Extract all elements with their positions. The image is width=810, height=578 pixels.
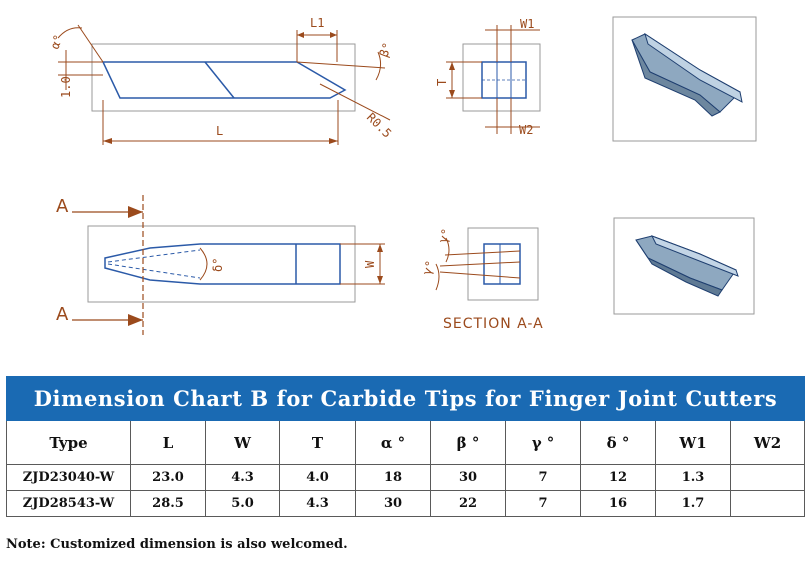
header-L: L bbox=[130, 420, 206, 465]
render-3d-top bbox=[612, 16, 757, 142]
T-label: T bbox=[435, 79, 449, 86]
section-label: SECTION A-A bbox=[443, 316, 544, 332]
cell-W: 4.3 bbox=[205, 464, 280, 491]
header-row: Type L W T α ° β ° γ ° δ ° W1 W2 bbox=[6, 420, 806, 465]
cell-alpha: 30 bbox=[355, 490, 431, 517]
cell-gamma: 7 bbox=[505, 490, 581, 517]
header-W1: W1 bbox=[655, 420, 731, 465]
footnote: Note: Customized dimension is also welco… bbox=[6, 537, 348, 552]
cell-L: 28.5 bbox=[130, 490, 206, 517]
cell-delta: 12 bbox=[580, 464, 656, 491]
cell-type: ZJD23040-W bbox=[6, 464, 131, 491]
W-label: W bbox=[363, 260, 377, 268]
cell-T: 4.0 bbox=[279, 464, 356, 491]
cell-delta: 16 bbox=[580, 490, 656, 517]
header-W2: W2 bbox=[729, 420, 806, 465]
top-view: A A δ° W bbox=[56, 195, 385, 335]
section-A-top: A bbox=[56, 196, 69, 217]
header-type: Type bbox=[6, 420, 131, 465]
side-view: L1 L 1.0 α° β° R0.5 bbox=[48, 16, 395, 145]
header-delta: δ ° bbox=[580, 420, 656, 465]
L1-label: L1 bbox=[310, 16, 324, 30]
beta-label: β° bbox=[377, 41, 395, 59]
gamma-bottom-label: γ° bbox=[420, 259, 438, 277]
header-W: W bbox=[205, 420, 280, 465]
thickness-label: 1.0 bbox=[59, 76, 73, 98]
W1-label: W1 bbox=[520, 17, 534, 31]
table-row: ZJD28543-W 28.5 5.0 4.3 30 22 7 16 1.7 bbox=[6, 490, 806, 517]
L-label: L bbox=[216, 124, 223, 138]
delta-label: δ° bbox=[211, 258, 225, 272]
header-beta: β ° bbox=[430, 420, 506, 465]
header-T: T bbox=[279, 420, 356, 465]
cell-W: 5.0 bbox=[205, 490, 280, 517]
chart-title: Dimension Chart B for Carbide Tips for F… bbox=[5, 376, 806, 421]
cell-W2 bbox=[729, 464, 806, 491]
technical-drawing: L1 L 1.0 α° β° R0.5 W1 bbox=[48, 16, 757, 335]
cell-T: 4.3 bbox=[279, 490, 356, 517]
render-3d-bottom bbox=[613, 217, 755, 315]
section-A-bottom: A bbox=[56, 304, 69, 325]
cell-gamma: 7 bbox=[505, 464, 581, 491]
section-view: γ° γ° SECTION A-A bbox=[420, 227, 544, 332]
cell-W2 bbox=[729, 490, 806, 517]
radius-label: R0.5 bbox=[364, 110, 394, 140]
cell-beta: 30 bbox=[430, 464, 506, 491]
cell-W1: 1.3 bbox=[655, 464, 731, 491]
header-alpha: α ° bbox=[355, 420, 431, 465]
end-view: W1 W2 T bbox=[435, 17, 541, 137]
cell-W1: 1.7 bbox=[655, 490, 731, 517]
alpha-label: α° bbox=[48, 33, 66, 51]
header-gamma: γ ° bbox=[505, 420, 581, 465]
cell-type: ZJD28543-W bbox=[6, 490, 131, 517]
dimension-chart-table: Dimension Chart B for Carbide Tips for F… bbox=[5, 376, 806, 517]
cell-L: 23.0 bbox=[130, 464, 206, 491]
cell-alpha: 18 bbox=[355, 464, 431, 491]
gamma-top-label: γ° bbox=[436, 227, 454, 245]
cell-beta: 22 bbox=[430, 490, 506, 517]
table-row: ZJD23040-W 23.0 4.3 4.0 18 30 7 12 1.3 bbox=[6, 464, 806, 491]
W2-label: W2 bbox=[519, 123, 533, 137]
